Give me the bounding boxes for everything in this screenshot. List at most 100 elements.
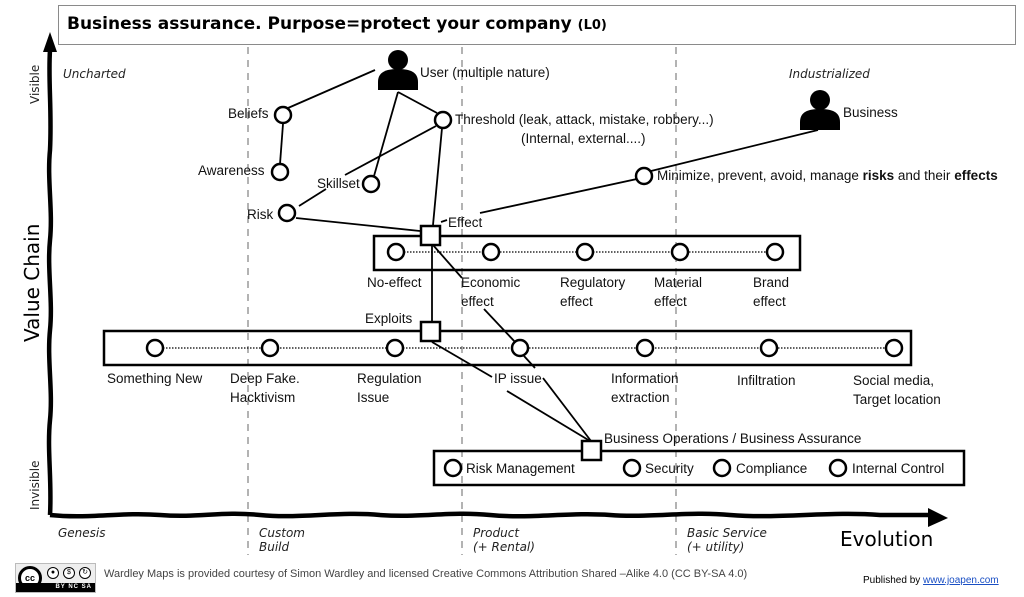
label-risk-management: Risk Management [466,461,575,476]
node-beliefs[interactable] [273,105,293,125]
y-label-visible: Visible [28,65,42,104]
label-minimize: Minimize, prevent, avoid, manage risks a… [657,168,998,183]
node-internal-control[interactable] [828,458,848,478]
label-economic-line1: Economic [461,275,521,290]
node-threshold[interactable] [433,110,453,130]
y-axis-arrow-icon [43,32,57,52]
label-threshold: Threshold (leak, attack, mistake, robber… [455,112,714,127]
stage-custom-line2: Build [259,540,290,554]
published-link[interactable]: www.joapen.com [923,575,999,586]
business-user-icon [800,90,840,130]
stage-commodity-line2: (+ utility) [687,540,744,554]
link-ip-businessops [506,390,591,442]
label-no-effect: No-effect [367,275,422,290]
node-exploits-square[interactable] [419,320,442,343]
node-business-ops-square[interactable] [580,439,603,462]
label-internal-control: Internal Control [852,461,944,476]
link-user-skillset [373,91,399,177]
link-risk-skillset [298,188,327,207]
node-skillset[interactable] [361,174,381,194]
link-threshold-effect [432,127,443,226]
node-infiltration[interactable] [759,338,779,358]
label-regulation-line2: Issue [357,390,389,405]
title-box: Business assurance. Purpose=protect your… [58,5,1016,45]
node-minimize[interactable] [634,166,654,186]
label-deep-fake-line2: Hacktivism [230,390,295,405]
minimize-risks: risks [863,168,895,183]
user-icon [378,50,418,90]
label-information-line2: extraction [611,390,670,405]
link-business-minimize [650,129,819,172]
stage-genesis: Genesis [58,526,106,540]
minimize-effects: effects [954,168,998,183]
label-skillset: Skillset [317,176,360,191]
stage-commodity-line1: Basic Service [687,526,767,540]
label-material-line2: effect [654,294,687,309]
label-user: User (multiple nature) [420,65,550,80]
title-main: Business assurance. Purpose=protect your… [67,14,572,34]
page-title: Business assurance. Purpose=protect your… [67,14,607,34]
link-minimize-effect [479,178,638,214]
label-economic-line2: effect [461,294,494,309]
label-regulatory-line2: effect [560,294,593,309]
connections [279,69,819,442]
quadrant-uncharted: Uncharted [63,67,126,81]
stage-custom-line1: Custom [259,526,305,540]
node-information-extraction[interactable] [635,338,655,358]
label-security: Security [645,461,694,476]
stage-product-line1: Product [473,526,520,540]
node-deep-fake[interactable] [260,338,280,358]
node-risk-management[interactable] [443,458,463,478]
node-economic-effect[interactable] [481,242,501,262]
node-risk[interactable] [277,203,297,223]
published-prefix: Published by [863,575,924,586]
cc-sa-icon: ↻ [79,567,91,579]
stage-dividers [247,47,677,555]
y-axis [46,49,54,516]
link-effect-economic [432,244,463,279]
title-level: (L0) [577,18,607,33]
y-axis-title: Value Chain [20,224,44,342]
label-brand-line1: Brand [753,275,789,290]
node-effect-square[interactable] [419,224,442,247]
x-axis [49,511,930,519]
node-ip-issue[interactable] [510,338,530,358]
cc-badge-text: BY NC SA [16,583,95,592]
quadrant-industrialized: Industrialized [789,67,870,81]
stage-product-line2: (+ Rental) [473,540,535,554]
footer-published: Published by www.joapen.com [863,575,999,586]
node-brand-effect[interactable] [765,242,785,262]
node-material-effect[interactable] [670,242,690,262]
label-social-media-line1: Social media, [853,373,934,388]
y-label-invisible: Invisible [28,461,42,511]
node-regulatory-effect[interactable] [575,242,595,262]
cc-nc-icon: $ [63,567,75,579]
node-security[interactable] [622,458,642,478]
link-beliefs-awareness [279,123,284,165]
footer-credit: Wardley Maps is provided courtesy of Sim… [104,568,748,580]
label-beliefs: Beliefs [228,106,269,121]
cc-license-badge: cc ● $ ↻ BY NC SA [15,563,96,593]
link-user-threshold [397,91,438,114]
label-compliance: Compliance [736,461,807,476]
label-business-ops: Business Operations / Business Assurance [604,431,861,446]
effect-label-tick [440,219,448,223]
node-awareness[interactable] [270,162,290,182]
node-no-effect[interactable] [386,242,406,262]
label-threshold-line2: (Internal, external....) [521,131,646,146]
label-regulatory-line1: Regulatory [560,275,626,290]
label-social-media-line2: Target location [853,392,941,407]
label-information-line1: Information [611,371,679,386]
assurance-pipeline [432,449,966,487]
label-business: Business [843,105,898,120]
cc-by-icon: ● [47,567,59,579]
node-something-new[interactable] [145,338,165,358]
label-something-new: Something New [107,371,203,386]
label-material-line1: Material [654,275,702,290]
node-compliance[interactable] [712,458,732,478]
label-ip-issue: IP issue [494,371,542,386]
node-social-media[interactable] [884,338,904,358]
link-threshold-skillset [344,125,437,176]
node-regulation-issue[interactable] [385,338,405,358]
